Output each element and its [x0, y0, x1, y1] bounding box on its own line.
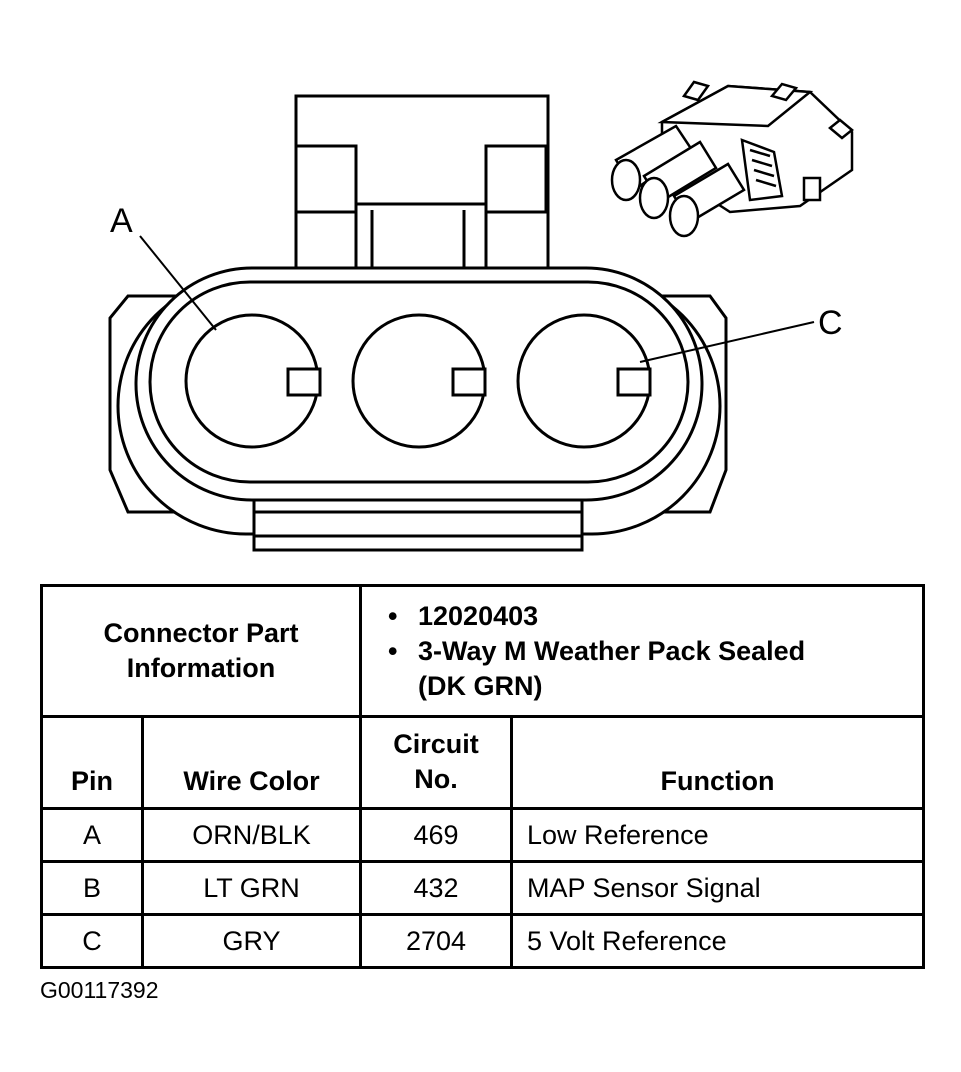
wire-color-cell: LT GRN — [141, 860, 362, 916]
table-row: C GRY 2704 5 Volt Reference — [40, 913, 925, 969]
column-header-pin: Pin — [40, 715, 144, 810]
pin-c-callout-label: C — [818, 304, 843, 342]
connector-pinout-table: Connector Part Information 12020403 3-Wa… — [40, 584, 925, 969]
column-header-circuit-no: Circuit No. — [359, 715, 513, 810]
connector-description: 3-Way M Weather Pack Sealed (DK GRN) — [388, 634, 922, 704]
part-info-row: Connector Part Information 12020403 3-Wa… — [40, 584, 925, 718]
function-cell: Low Reference — [510, 807, 925, 863]
part-info-values: 12020403 3-Way M Weather Pack Sealed (DK… — [359, 584, 925, 718]
pin-cell: A — [40, 807, 144, 863]
circuit-cell: 432 — [359, 860, 513, 916]
table-row: B LT GRN 432 MAP Sensor Signal — [40, 860, 925, 916]
wire-color-cell: ORN/BLK — [141, 807, 362, 863]
part-number: 12020403 — [388, 599, 922, 634]
figure-id: G00117392 — [40, 977, 159, 1003]
pin-cell: B — [40, 860, 144, 916]
pin-callouts — [139, 235, 815, 363]
column-header-function: Function — [510, 715, 925, 810]
table-row: A ORN/BLK 469 Low Reference — [40, 807, 925, 863]
circuit-cell: 469 — [359, 807, 513, 863]
part-info-label: Connector Part Information — [40, 584, 362, 718]
column-header-wire-color: Wire Color — [141, 715, 362, 810]
wire-color-cell: GRY — [141, 913, 362, 969]
connector-front-view-icon — [108, 94, 728, 552]
pin-cell: C — [40, 913, 144, 969]
column-header-row: Pin Wire Color Circuit No. Function — [40, 715, 925, 810]
function-cell: 5 Volt Reference — [510, 913, 925, 969]
circuit-cell: 2704 — [359, 913, 513, 969]
connector-diagram: A C — [108, 80, 854, 552]
function-cell: MAP Sensor Signal — [510, 860, 925, 916]
connector-3d-view-icon — [610, 80, 854, 238]
pin-a-callout-label: A — [110, 202, 133, 240]
